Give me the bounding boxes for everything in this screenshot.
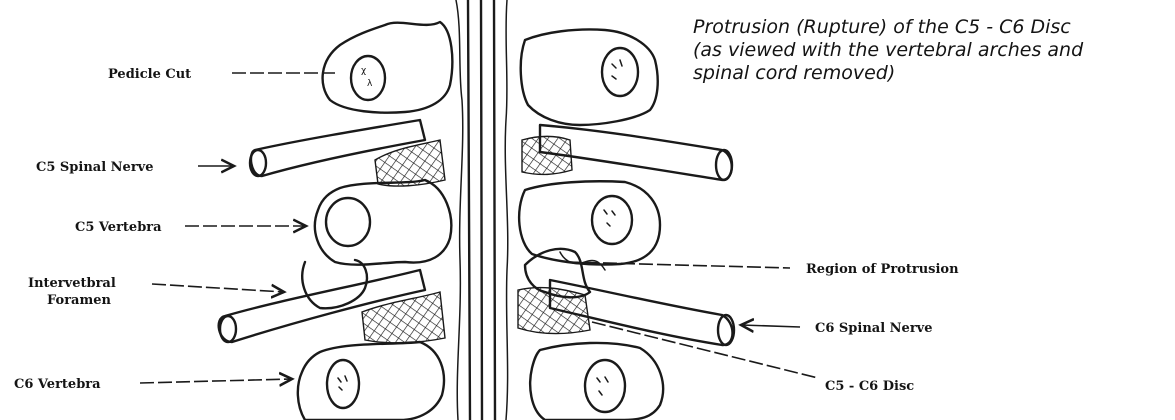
- c6-spinal-nerve-arrow: [741, 325, 800, 327]
- label-c5-c6-disc: C5 - C6 Disc: [825, 379, 914, 394]
- right-c5-vertebra-body: [519, 181, 660, 264]
- c6-vertebra-arrow: [140, 379, 292, 383]
- title-line-3: spinal cord removed): [693, 62, 895, 84]
- label-c6-spinal-nerve: C6 Spinal Nerve: [815, 321, 933, 336]
- label-c5-spinal-nerve: C5 Spinal Nerve: [36, 160, 154, 175]
- right-c5-pedicle: [592, 196, 632, 244]
- c6-pedicle: [327, 360, 359, 408]
- svg-text:λ: λ: [367, 79, 373, 89]
- label-c5-vertebra: C5 Vertebra: [75, 220, 162, 235]
- c5-c6-disc-left: [362, 292, 445, 343]
- right-discs: [518, 136, 605, 333]
- left-vertebrae: χ λ: [298, 22, 452, 420]
- diagram-title: Protrusion (Rupture) of the C5 - C6 Disc…: [693, 16, 1084, 84]
- c5-pedicle: [326, 198, 370, 246]
- label-intervertebral-line2: Foramen: [47, 293, 111, 308]
- right-c6-pedicle: [585, 360, 625, 412]
- spinal-canal: [456, 0, 508, 420]
- right-pedicle-top: [602, 48, 638, 96]
- labels: Pedicle Cut C5 Spinal Nerve C5 Vertebra …: [14, 67, 959, 394]
- title-line-1: Protrusion (Rupture) of the C5 - C6 Disc: [693, 16, 1071, 38]
- leader-lines: [140, 73, 818, 383]
- left-discs: [362, 140, 445, 343]
- label-pedicle-cut: Pedicle Cut: [108, 67, 191, 82]
- c6-vertebra-body: [298, 342, 444, 420]
- c5-vertebra-body: [315, 180, 451, 265]
- c4-c5-disc-right: [522, 136, 572, 174]
- left-pedicle-cut: [351, 56, 385, 100]
- svg-text:χ: χ: [361, 66, 366, 76]
- c5-c6-disc-leader: [592, 322, 818, 378]
- label-c6-vertebra: C6 Vertebra: [14, 377, 101, 392]
- right-vertebrae: [519, 29, 663, 420]
- label-intervertebral-line1: Intervetbral: [28, 276, 116, 291]
- label-region-of-protrusion: Region of Protrusion: [806, 262, 959, 277]
- left-upper-vertebra: [323, 22, 453, 113]
- foramen-arrow: [152, 284, 284, 292]
- title-line-2: (as viewed with the vertebral arches and: [693, 39, 1084, 61]
